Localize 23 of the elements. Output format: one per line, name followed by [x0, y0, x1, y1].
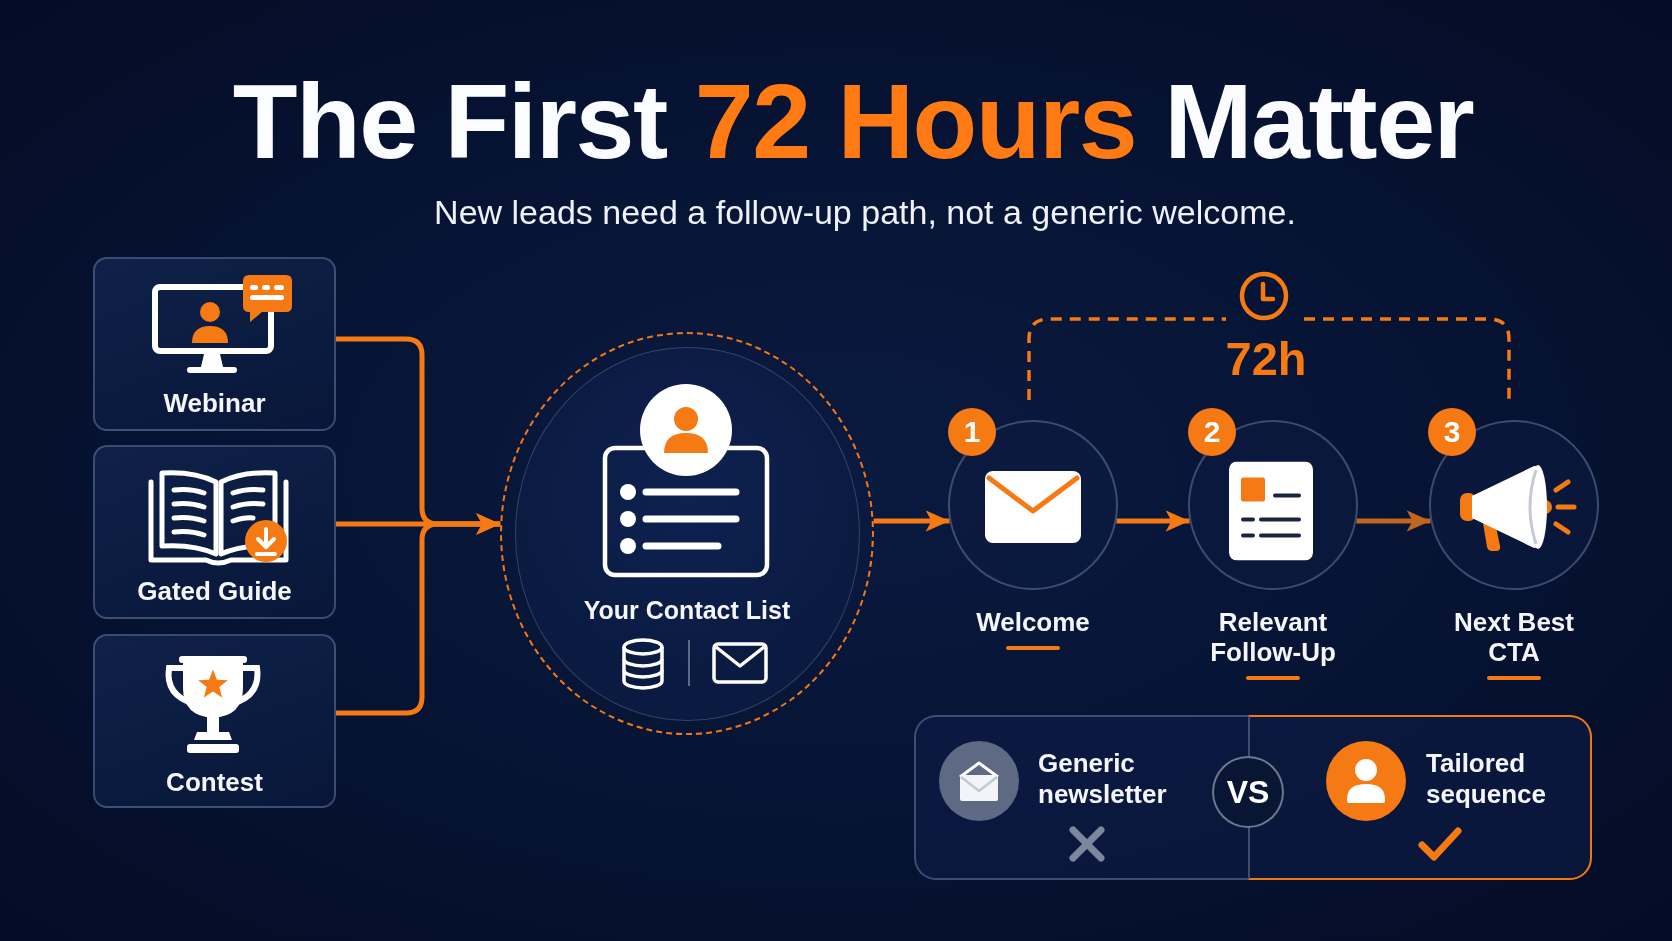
duration-label: 72h: [1225, 333, 1307, 385]
arrow: [1356, 510, 1431, 532]
subtitle: New leads need a follow-up path, not a generic welcome.: [434, 192, 1296, 233]
card-label: Contest: [166, 767, 263, 797]
card-label: Gated Guide: [137, 576, 292, 606]
step-number: 1: [948, 408, 996, 456]
arrow: [873, 510, 950, 532]
step-number: 3: [1428, 408, 1476, 456]
step-label: Next Best CTA: [1453, 607, 1575, 667]
step-label: Relevant Follow-Up: [1209, 607, 1337, 667]
step-number: 2: [1188, 408, 1236, 456]
title: The First 72 Hours Matter: [232, 63, 1474, 180]
source-card: [93, 257, 336, 431]
step-label: Welcome: [976, 607, 1090, 637]
arrow: [336, 513, 501, 716]
hub-label: Your Contact List: [583, 594, 791, 625]
option-label: Tailored sequence: [1426, 747, 1547, 810]
source-card: [93, 634, 336, 808]
option-label: Generic newsletter: [1038, 747, 1168, 810]
arrow: [1116, 510, 1190, 532]
vs-circle: VS: [1212, 756, 1284, 828]
source-card: [93, 445, 336, 619]
card-label: Webinar: [163, 388, 266, 418]
